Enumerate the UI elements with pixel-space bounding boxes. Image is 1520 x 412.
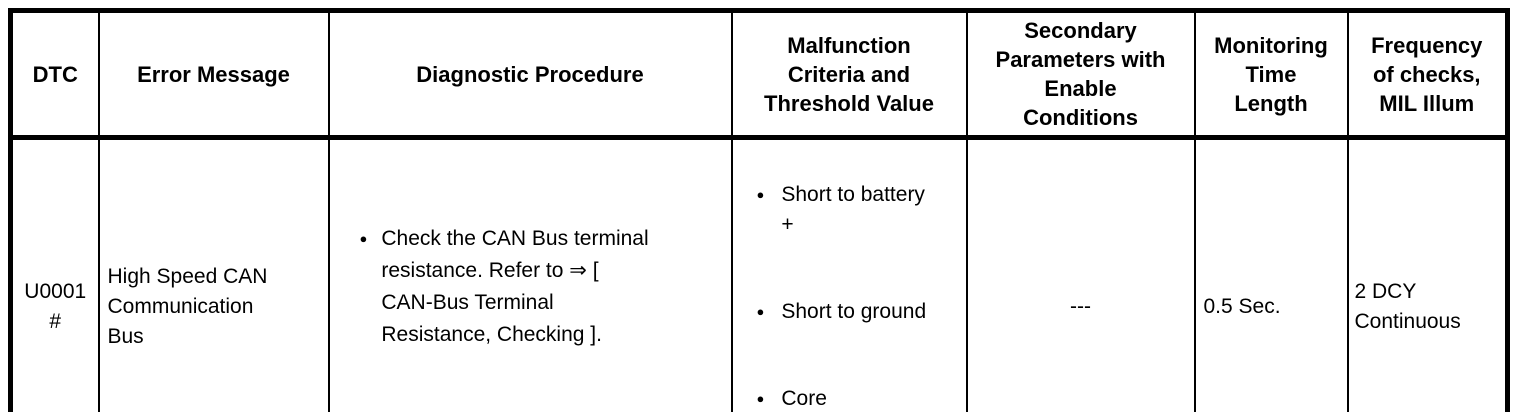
cell-diagnostic-procedure: ● Check the CAN Bus terminal resistance.… — [327, 136, 733, 412]
malfunction-criterion-text: Short to battery + — [781, 183, 925, 236]
cell-frequency: 2 DCY Continuous — [1346, 136, 1509, 412]
header-row: DTC Error Message Diagnostic Procedure M… — [9, 9, 1509, 140]
list-item: ● Core connection — [757, 384, 964, 412]
bullet-icon: ● — [359, 231, 368, 246]
cell-malfunction-criteria: ● Short to battery + ● Short to ground ●… — [730, 136, 968, 412]
cell-secondary-parameters: --- — [965, 136, 1196, 412]
diagnostic-step-text: Check the CAN Bus terminal resistance. R… — [381, 227, 649, 346]
col-header-monitoring-time: Monitoring Time Length — [1193, 9, 1349, 140]
list-item: ● Short to battery + — [757, 180, 964, 240]
bullet-icon: ● — [756, 187, 765, 202]
col-header-dtc: DTC — [9, 9, 100, 140]
table-row: U0001 # High Speed CAN Communication Bus… — [9, 136, 1509, 412]
col-header-frequency: Frequency of checks, MIL Illum — [1346, 9, 1509, 140]
malfunction-criterion-text: Short to ground — [781, 300, 927, 323]
cell-error-message: High Speed CAN Communication Bus — [97, 136, 330, 412]
list-item: ● Check the CAN Bus terminal resistance.… — [360, 223, 725, 351]
col-header-malfunction-criteria: Malfunction Criteria and Threshold Value — [730, 9, 968, 140]
col-header-diagnostic-procedure: Diagnostic Procedure — [327, 9, 733, 140]
list-item: ● Short to ground — [757, 297, 964, 327]
malfunction-criterion-text: Core connection — [781, 387, 827, 410]
cell-monitoring-time: 0.5 Sec. — [1193, 136, 1349, 412]
cell-dtc-code: U0001 # — [9, 136, 100, 412]
col-header-error-message: Error Message — [97, 9, 330, 140]
bullet-icon: ● — [756, 304, 765, 319]
dtc-table-container: DTC Error Message Diagnostic Procedure M… — [8, 8, 1510, 412]
col-header-secondary-parameters: Secondary Parameters with Enable Conditi… — [965, 9, 1196, 140]
dtc-table: DTC Error Message Diagnostic Procedure M… — [8, 8, 1510, 412]
bullet-icon: ● — [756, 391, 765, 406]
